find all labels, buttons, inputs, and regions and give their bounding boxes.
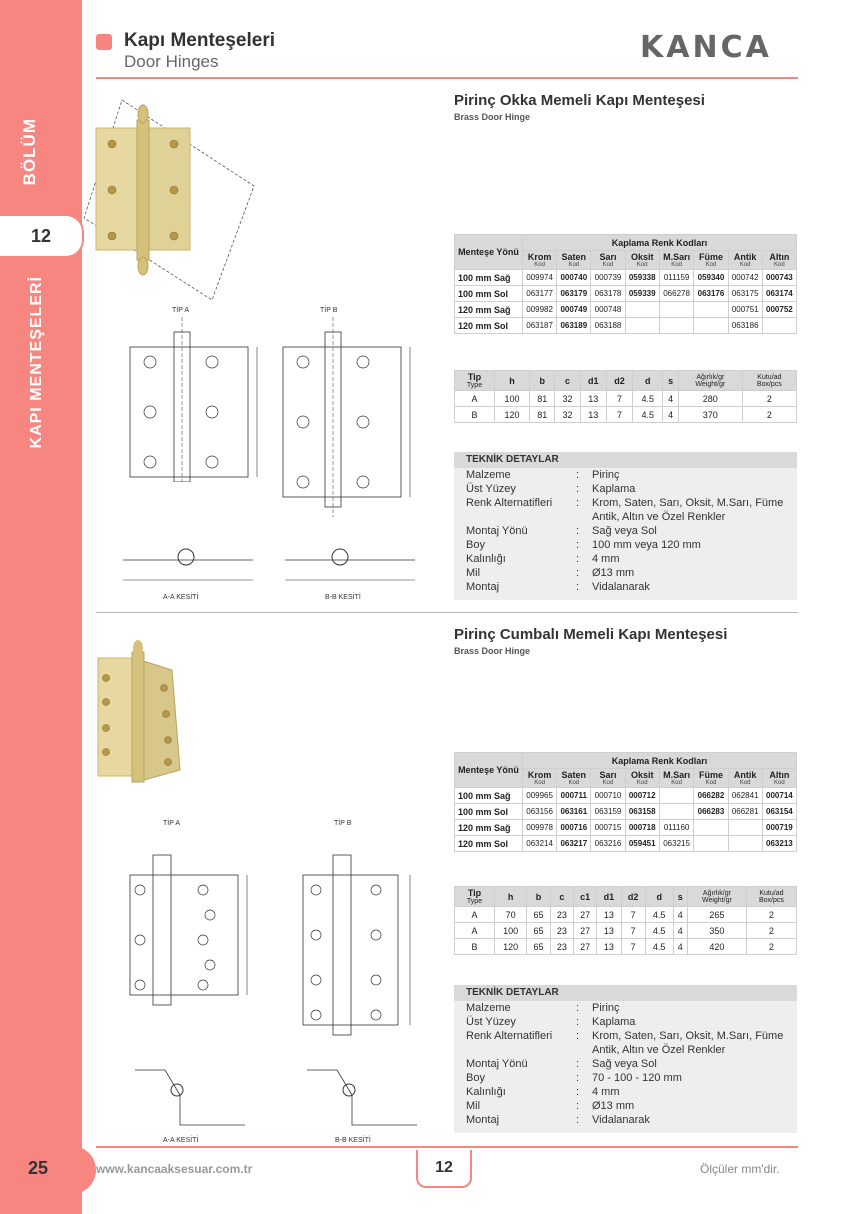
section-number: 12 <box>0 214 84 258</box>
tech-row: Boy:100 mm veya 120 mm <box>466 539 701 551</box>
svg-text:TİP B: TİP B <box>334 818 352 827</box>
sidebar <box>0 0 82 1214</box>
product2-section-b: B-B KESİTİ <box>307 1069 417 1144</box>
brand-logo: KANCA <box>640 30 772 65</box>
units-note: Ölçüler mm'dir. <box>700 1162 780 1176</box>
svg-text:TİP B: TİP B <box>320 305 338 314</box>
footer-divider <box>96 1146 798 1148</box>
page-number-tab <box>0 1146 96 1194</box>
page-number: 25 <box>28 1158 49 1178</box>
product2-photo <box>97 640 181 783</box>
tech-row: Malzeme:Pirinç <box>466 469 620 481</box>
product1-title: Pirinç Okka Memeli Kapı Menteşesi <box>454 92 705 109</box>
svg-text:B-B KESİTİ: B-B KESİTİ <box>335 1135 371 1144</box>
product1-section-b: B-B KESİTİ <box>285 548 415 601</box>
tech-row: Mil:Ø13 mm <box>466 567 635 579</box>
svg-text:TİP A: TİP A <box>163 818 180 827</box>
product2-drawing-tip-a: TİP A <box>129 818 248 1006</box>
tech-heading: TEKNİK DETAYLAR <box>454 452 797 468</box>
product1-section-a: A-A KESİTİ <box>123 548 253 601</box>
product2-title: Pirinç Cumbalı Memeli Kapı Menteşesi <box>454 626 728 643</box>
col-header-direction: Menteşe Yönü <box>454 234 523 270</box>
tech-row: Montaj Yönü:Sağ veya Sol <box>466 525 657 537</box>
product2-subtitle: Brass Door Hinge <box>454 646 531 656</box>
tech-row: Montaj:Vidalanarak <box>466 581 650 593</box>
product1-tech-details: TEKNİK DETAYLAR Malzeme:Pirinç Üst Yüzey… <box>454 452 797 600</box>
svg-text:TİP A: TİP A <box>172 305 189 314</box>
tech-row: Üst Yüzey:Kaplama <box>466 483 636 495</box>
section-divider <box>96 612 798 613</box>
page-subtitle: Door Hinges <box>124 52 219 71</box>
svg-text:B-B KESİTİ: B-B KESİTİ <box>325 592 361 601</box>
product1-drawing-tip-a: TİP A <box>129 305 258 482</box>
product2-drawing-tip-b: TİP B <box>302 818 411 1036</box>
product1-photo <box>83 99 255 301</box>
page-title: Kapı Menteşeleri <box>124 30 275 51</box>
chapter-number: 12 <box>416 1150 472 1188</box>
header-divider <box>96 77 798 79</box>
section-label: BÖLÜM <box>20 118 39 186</box>
tech-row: Renk Alternatifleri:Krom, Saten, Sarı, O… <box>466 497 784 509</box>
tech-row: Kalınlığı:4 mm <box>466 553 620 565</box>
svg-text:A-A KESİTİ: A-A KESİTİ <box>163 1135 198 1144</box>
sidebar-title: KAPI MENTEŞELERİ <box>28 276 45 449</box>
header-marker <box>96 34 112 50</box>
website-link[interactable]: www.kancaaksesuar.com.tr <box>96 1162 253 1176</box>
product1-subtitle: Brass Door Hinge <box>454 112 531 122</box>
product2-tech-details: TEKNİK DETAYLAR Malzeme:Pirinç Üst Yüzey… <box>454 985 797 1133</box>
tech-row: Antik, Altın ve Özel Renkler <box>592 511 726 523</box>
product1-drawing-tip-b: TİP B <box>282 305 411 517</box>
col-header-group: Kaplama Renk Kodları <box>522 234 797 251</box>
product2-section-a: A-A KESİTİ <box>135 1069 245 1144</box>
svg-text:A-A KESİTİ: A-A KESİTİ <box>163 592 198 601</box>
